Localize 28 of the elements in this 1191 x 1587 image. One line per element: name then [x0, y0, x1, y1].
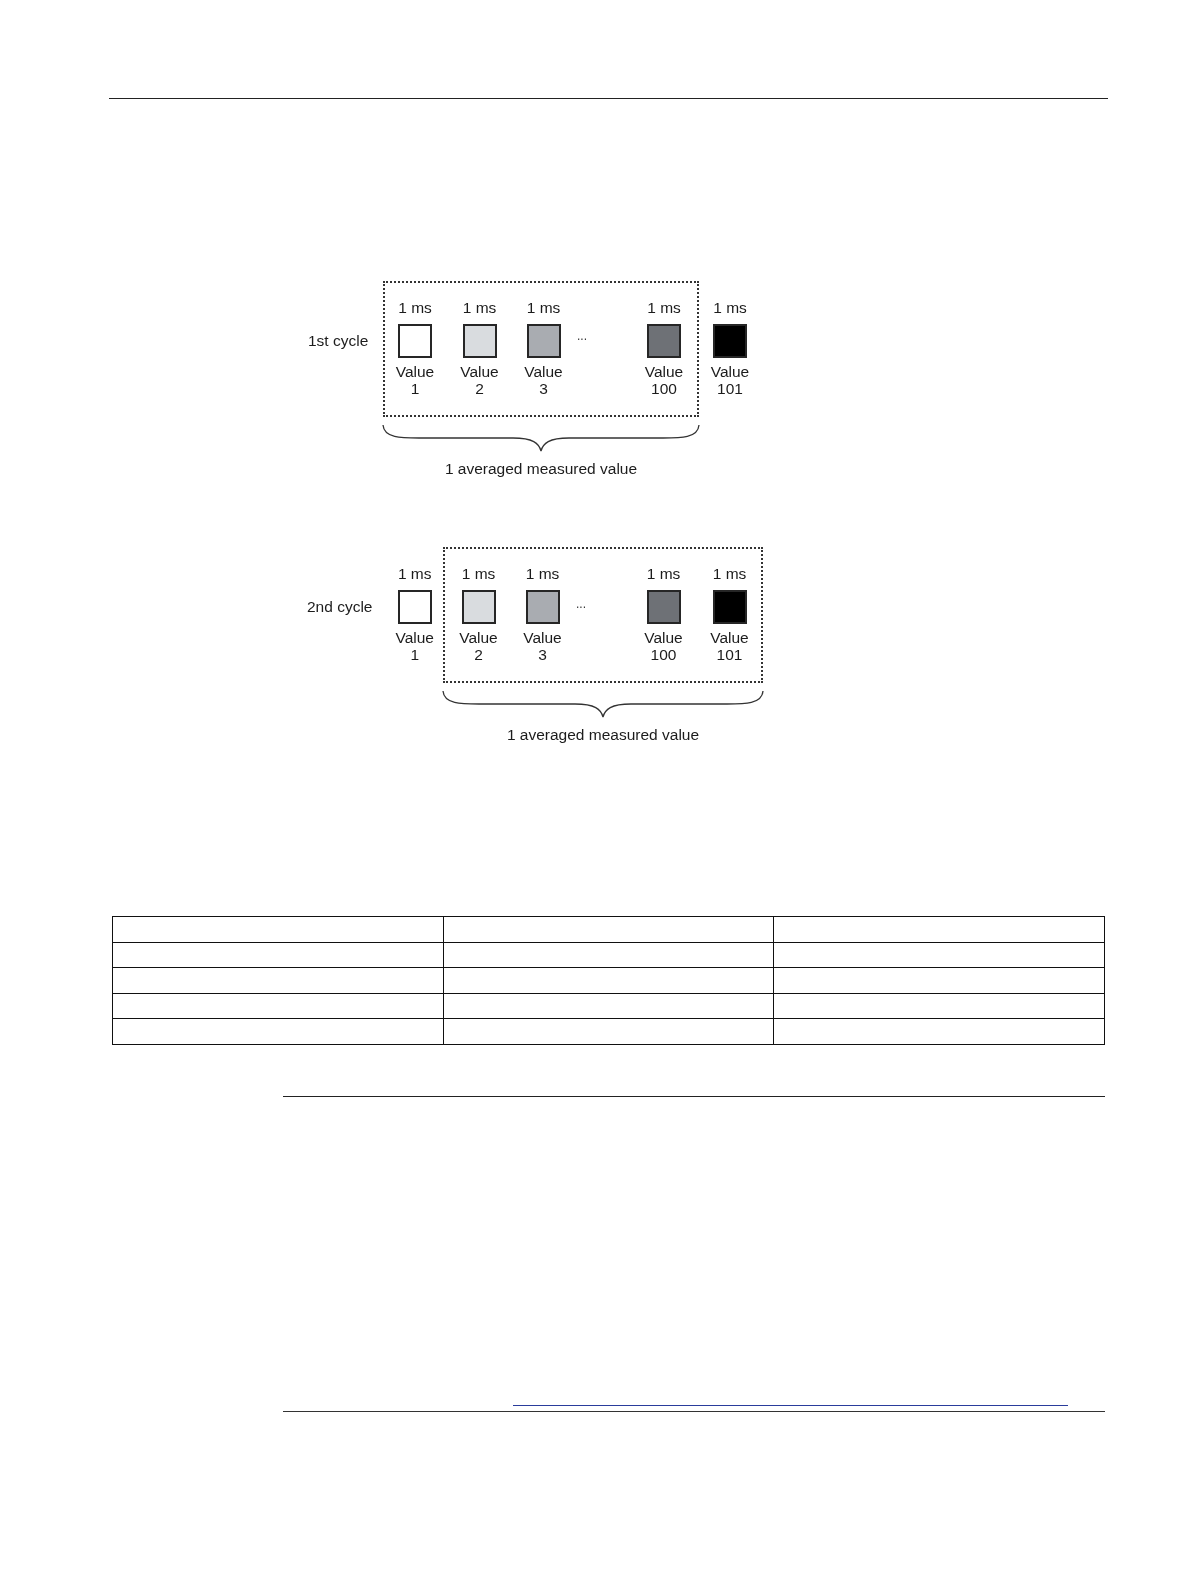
duration-label: 1 ms	[712, 565, 747, 582]
value-label: Value 3	[523, 629, 562, 663]
ellipsis: ...	[576, 597, 586, 611]
value-label: Value 100	[644, 629, 683, 663]
duration-label: 1 ms	[713, 299, 747, 316]
duration-label: 1 ms	[647, 299, 681, 316]
duration-label: 1 ms	[461, 565, 496, 582]
dotted-frame	[383, 281, 699, 417]
duration-label: 1 ms	[646, 565, 681, 582]
brace-caption: 1 averaged measured value	[443, 460, 639, 477]
duration-label: 1 ms	[525, 565, 560, 582]
value-label: Value 1	[395, 363, 435, 397]
value-label: Value 3	[524, 363, 563, 397]
brace-caption: 1 averaged measured value	[505, 726, 701, 743]
duration-label: 1 ms	[398, 299, 432, 316]
ellipsis: ...	[577, 329, 587, 343]
value-label: Value 101	[710, 363, 750, 397]
duration-label: 1 ms	[526, 299, 561, 316]
duration-label: 1 ms	[462, 299, 497, 316]
dotted-frame	[443, 547, 763, 683]
cycle-label: 1st cycle	[308, 332, 369, 349]
value-label: Value 2	[459, 629, 498, 663]
value-label: Value 1	[395, 629, 434, 663]
value-label: Value 2	[460, 363, 499, 397]
cycle-label: 2nd cycle	[307, 598, 373, 615]
value-label: Value 100	[644, 363, 684, 397]
value-label: Value 101	[710, 629, 749, 663]
duration-label: 1 ms	[397, 565, 432, 582]
